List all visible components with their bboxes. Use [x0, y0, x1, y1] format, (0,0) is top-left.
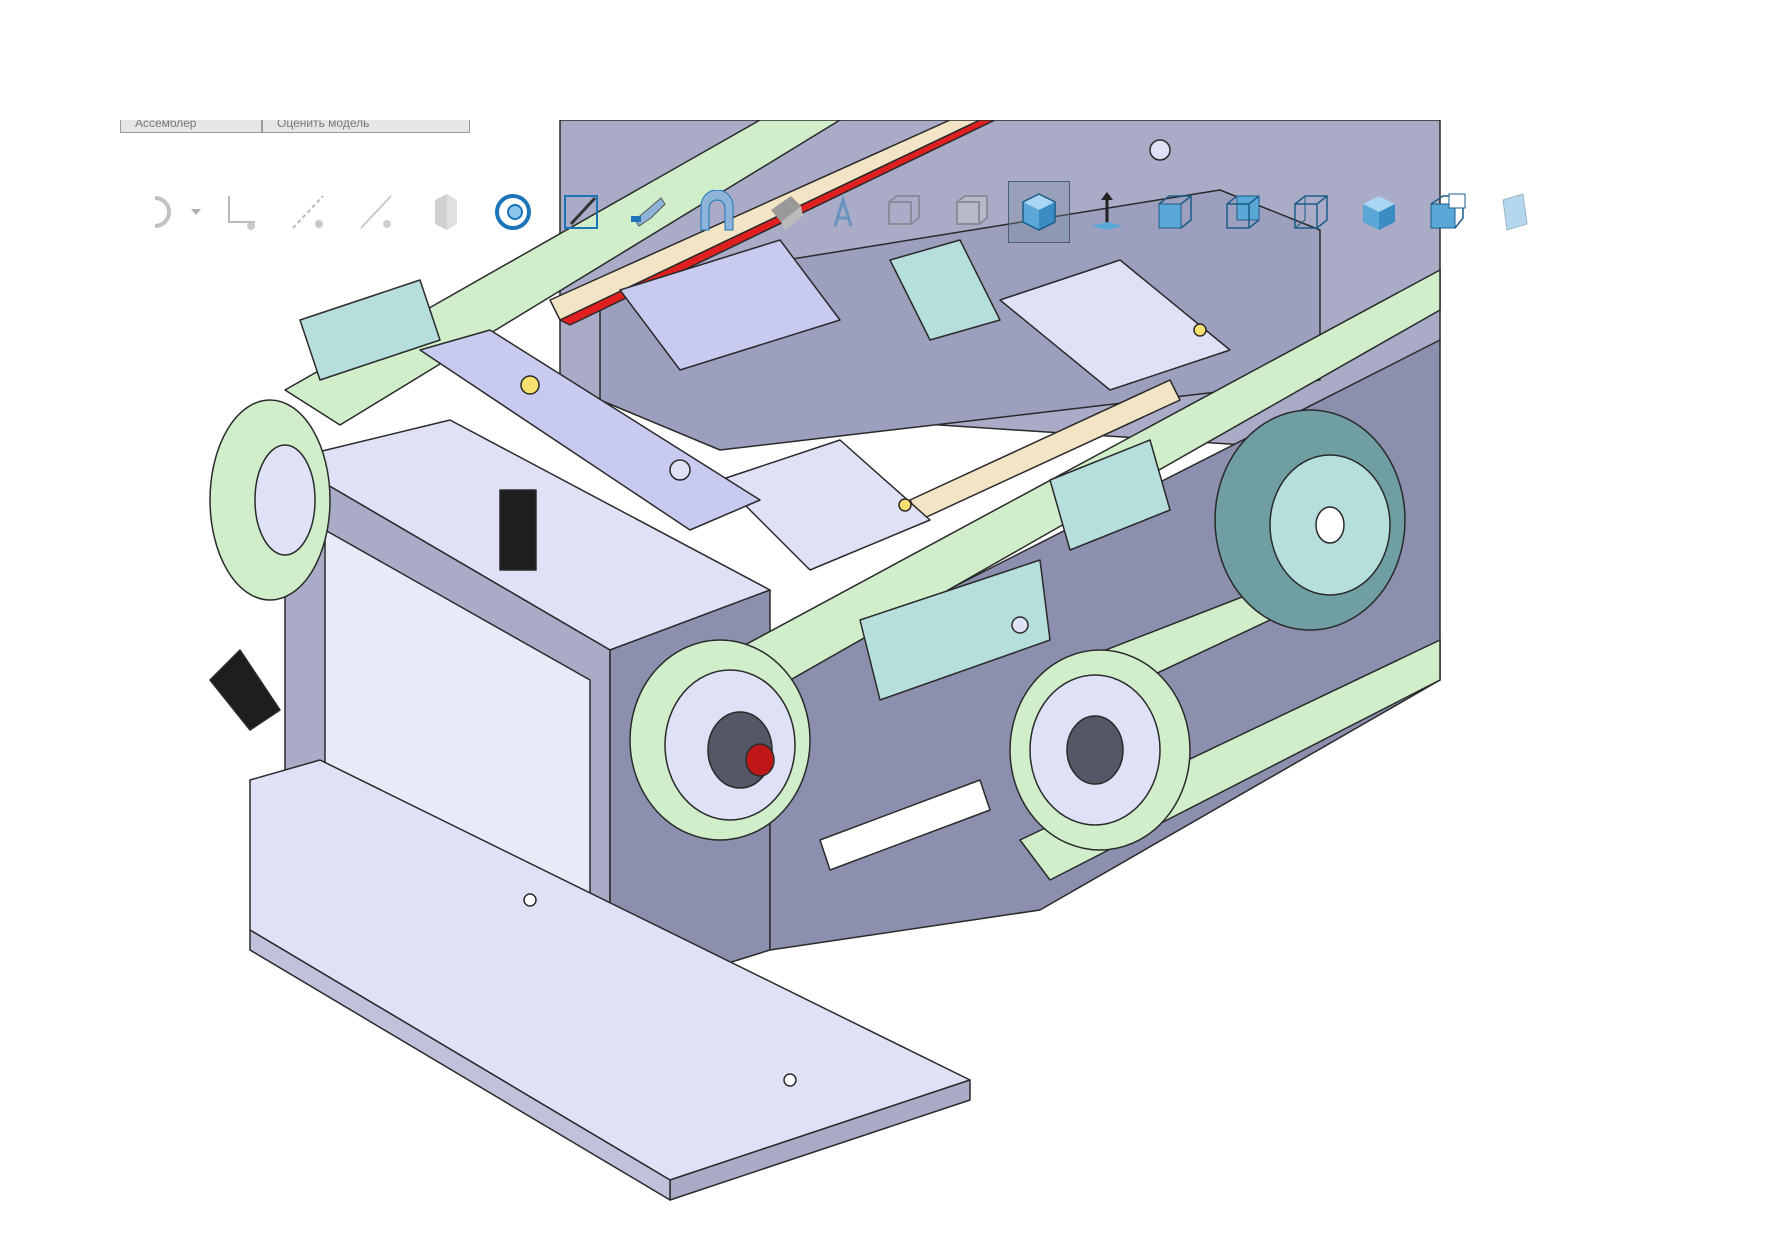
base-bolt-hole [523, 893, 537, 907]
rotate-view-icon[interactable] [482, 181, 544, 243]
view-front-icon[interactable] [1144, 181, 1206, 243]
view-normal-to-icon[interactable] [1076, 181, 1138, 243]
edit-sketch-icon[interactable] [550, 181, 612, 243]
view-top-icon[interactable] [1212, 181, 1274, 243]
tab-strip: Ассемблер Оценить модель [120, 120, 470, 134]
view-isometric-icon[interactable] [1008, 181, 1070, 243]
display-style-icon[interactable] [120, 181, 182, 243]
rear-linear-rail [549, 120, 981, 321]
cylinder-mount-block [889, 239, 1001, 341]
fitting [1193, 323, 1207, 337]
cad-viewport[interactable]: Ассемблер Оценить модель [120, 120, 1564, 1246]
fitting [898, 498, 912, 512]
hide-show-lines-icon[interactable] [278, 181, 340, 243]
guide-block [619, 239, 841, 371]
fitting [520, 375, 540, 395]
base-bolt-hole [783, 1073, 797, 1087]
appearance-icon[interactable] [686, 181, 748, 243]
fitting [1011, 616, 1029, 634]
view-bottom-icon[interactable] [1484, 181, 1546, 243]
view-left-icon[interactable] [940, 181, 1002, 243]
base-plate-left [249, 929, 671, 1201]
annotation-text-icon[interactable] [822, 181, 866, 243]
fitting [1149, 139, 1171, 161]
front-right-pulley-hub [1066, 715, 1124, 785]
rear-rail-red-strip [559, 120, 996, 326]
dropdown-arrow-icon[interactable] [188, 181, 204, 243]
section-view-icon[interactable] [414, 181, 476, 243]
red-indicator [745, 743, 775, 777]
slide-bar [419, 329, 761, 531]
fitting [669, 459, 691, 481]
view-back-icon[interactable] [872, 181, 934, 243]
tab-evaluate[interactable]: Оценить модель [262, 120, 470, 133]
view-trimetric-icon[interactable] [1348, 181, 1410, 243]
hide-show-axes-icon[interactable] [210, 181, 272, 243]
view-dimetric-icon[interactable] [1416, 181, 1478, 243]
hide-show-planes-icon[interactable] [346, 181, 408, 243]
fixture-plate-front [719, 439, 931, 571]
lower-valve-block [859, 559, 1051, 701]
lever-handle [209, 649, 281, 731]
conveyor-assembly-model[interactable] [120, 120, 1564, 1246]
sensor-bracket [299, 279, 441, 381]
apply-scene-icon[interactable] [618, 181, 680, 243]
tab-assembler[interactable]: Ассемблер [120, 120, 262, 133]
slot-cutout [819, 779, 991, 871]
air-cylinder [1049, 439, 1171, 551]
fixture-plate-right [999, 259, 1231, 391]
left-pulley-hub [254, 444, 316, 556]
heads-up-view-toolbar [120, 178, 1546, 246]
knob-post [499, 489, 537, 571]
view-right-icon[interactable] [1280, 181, 1342, 243]
realview-lights-icon[interactable] [754, 181, 816, 243]
timing-pulley-bore [1315, 506, 1345, 544]
